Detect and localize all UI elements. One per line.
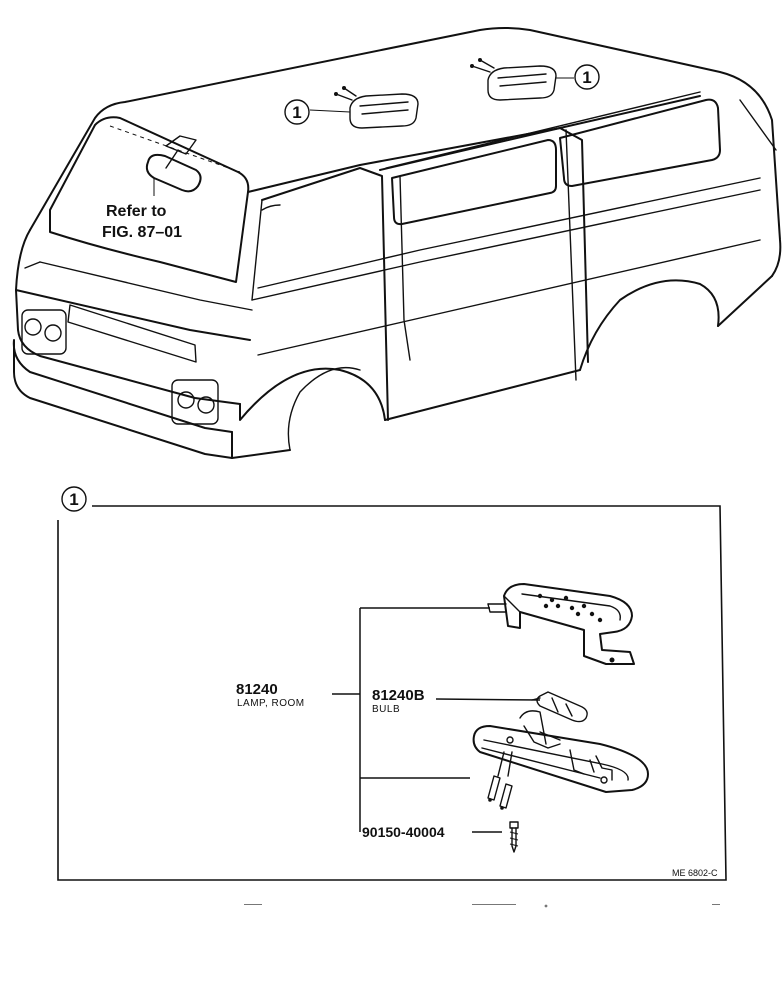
- lamp-cover: [487, 583, 635, 665]
- reference-figure-link[interactable]: FIG. 87–01: [102, 224, 182, 241]
- roof-lamp-right: [470, 58, 574, 101]
- scan-artifacts: [244, 904, 720, 908]
- leader-lines: [332, 607, 541, 833]
- lamp-base: [472, 710, 649, 810]
- part-number-screw: 90150-40004: [362, 824, 445, 840]
- reference-line-1: Refer to: [106, 203, 167, 220]
- van-illustration: 1 1 Refer to FIG. 87–01: [12, 27, 782, 459]
- svg-text:1: 1: [69, 490, 78, 509]
- part-desc-bulb: BULB: [372, 704, 400, 715]
- detail-callout[interactable]: 1: [61, 486, 87, 512]
- svg-text:1: 1: [582, 68, 591, 87]
- lamp-detail: [472, 583, 649, 853]
- part-label-room-lamp[interactable]: 81240 LAMP, ROOM: [236, 681, 305, 709]
- drawing-number: ME 6802-C: [672, 868, 718, 878]
- callout-center-lamp[interactable]: 1: [284, 99, 310, 125]
- svg-text:1: 1: [292, 103, 301, 122]
- detail-frame: [57, 505, 727, 881]
- part-desc-room-lamp: LAMP, ROOM: [237, 698, 305, 709]
- part-label-bulb[interactable]: 81240B BULB: [372, 687, 425, 715]
- callout-right-lamp[interactable]: 1: [574, 64, 600, 90]
- screw: [509, 821, 519, 853]
- part-number-room-lamp: 81240: [236, 681, 278, 698]
- part-number-bulb: 81240B: [372, 687, 425, 704]
- bulb: [531, 691, 588, 723]
- part-label-screw[interactable]: 90150-40004: [362, 824, 445, 840]
- roof-lamp-center: [309, 86, 419, 129]
